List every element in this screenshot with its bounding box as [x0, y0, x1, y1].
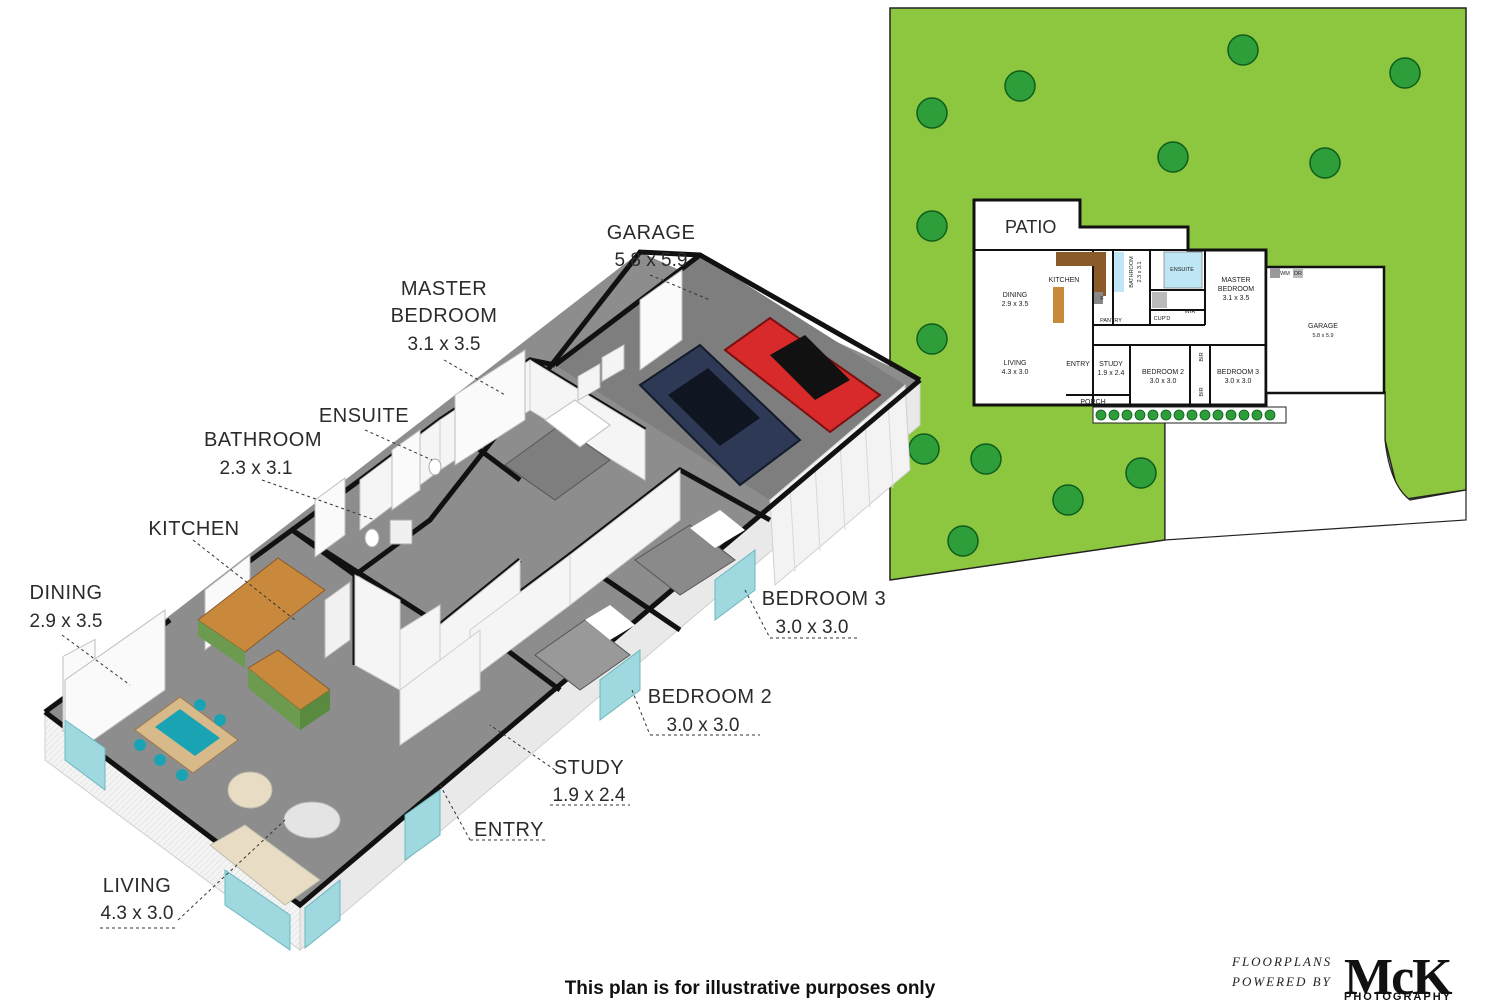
- sp-porch-label: PORCH: [1080, 399, 1105, 406]
- tree-icon: [947, 525, 979, 557]
- tree-icon: [1125, 457, 1157, 489]
- driveway: [1164, 391, 1467, 541]
- sp-entry-label: ENTRY: [1066, 361, 1090, 368]
- sp-patio-label: PATIO: [1005, 217, 1056, 237]
- dining-label: DINING: [30, 582, 103, 604]
- house-footprint: [972, 198, 1386, 407]
- living-dim: 4.3 x 3.0: [101, 903, 174, 924]
- entry-label: ENTRY: [474, 819, 544, 841]
- tree-icon: [1227, 34, 1259, 66]
- tree-icon: [916, 210, 948, 242]
- bedroom3-label: BEDROOM 3: [762, 588, 887, 610]
- brand-mark: McK: [1344, 954, 1453, 1000]
- red-car-icon: [723, 316, 882, 434]
- iso-plan: [43, 249, 922, 952]
- kitchen-label: KITCHEN: [148, 518, 239, 540]
- sp-bedroom2-label: BEDROOM 2: [1142, 369, 1184, 376]
- sp-bedroom3-label: BEDROOM 3: [1217, 369, 1259, 376]
- master-window: [454, 349, 526, 466]
- tree-icon: [916, 323, 948, 355]
- sp-cupd-label: CUP'D: [1154, 316, 1171, 322]
- brand-line2: POWERED BY: [1232, 974, 1332, 989]
- site-plan: PATIO DINING 2.9 x 3.5 KITCHEN PANTRY F …: [889, 7, 1467, 581]
- sp-kitchen-label: KITCHEN: [1049, 277, 1080, 284]
- bedroom3-dim: 3.0 x 3.0: [776, 617, 849, 638]
- master-label-line1: MASTER: [401, 278, 487, 300]
- sp-garage-label: GARAGE: [1308, 323, 1338, 330]
- tree-icon: [908, 433, 940, 465]
- ensuite-label: ENSUITE: [319, 405, 409, 427]
- brand-sub: PHOTOGRAPHY: [1344, 991, 1452, 1000]
- sp-dr-label: DR: [1294, 271, 1302, 277]
- bathroom-dim: 2.3 x 3.1: [220, 458, 293, 479]
- armchair: [227, 771, 273, 809]
- sp-master-label2: BEDROOM: [1218, 286, 1254, 293]
- garage-dim: 5.8 x 5.9: [615, 250, 688, 271]
- tree-icon: [1309, 147, 1341, 179]
- sp-living-label: LIVING: [1004, 360, 1027, 367]
- brand-line1: FLOORPLANS: [1232, 954, 1333, 969]
- sofa: [209, 824, 321, 906]
- tree-icon: [1004, 70, 1036, 102]
- sp-wm-label: WM: [1280, 271, 1290, 277]
- garage-side-door: [639, 269, 683, 371]
- sp-bir1-label: BIR: [1199, 352, 1205, 361]
- garage-door: [769, 383, 911, 587]
- kitchen-bench: [197, 557, 326, 653]
- sp-bedroom3-dim: 3.0 x 3.0: [1225, 378, 1252, 385]
- living-label: LIVING: [103, 875, 172, 897]
- sp-dining-dim: 2.9 x 3.5: [1002, 301, 1029, 308]
- bathroom-label: BATHROOM: [204, 429, 322, 451]
- bedroom2-dim: 3.0 x 3.0: [667, 715, 740, 736]
- coffee-table: [283, 801, 341, 839]
- bedroom2-label: BEDROOM 2: [648, 686, 773, 708]
- sp-master-label1: MASTER: [1221, 277, 1250, 284]
- sp-bedroom2-dim: 3.0 x 3.0: [1150, 378, 1177, 385]
- tree-icon: [916, 97, 948, 129]
- sp-pantry-label: PANTRY: [1100, 318, 1122, 324]
- master-dim: 3.1 x 3.5: [408, 334, 481, 355]
- bath-window: [314, 477, 346, 558]
- sp-garage-dim: 5.8 x 5.9: [1312, 333, 1333, 339]
- master-label-line2: BEDROOM: [391, 305, 498, 327]
- dining-dim: 2.9 x 3.5: [30, 611, 103, 632]
- sp-bathroom-label: BATHROOM: [1129, 256, 1135, 288]
- sp-living-dim: 4.3 x 3.0: [1002, 369, 1029, 376]
- sp-study-label: STUDY: [1099, 361, 1123, 368]
- blue-car-icon: [638, 343, 802, 487]
- sp-study-dim: 1.9 x 2.4: [1098, 370, 1125, 377]
- ensuite-window: [391, 429, 421, 511]
- tree-icon: [1157, 141, 1189, 173]
- study-label: STUDY: [554, 757, 624, 779]
- brand-logo: FLOORPLANS POWERED BY McK PHOTOGRAPHY: [1232, 954, 1472, 1000]
- trees: [908, 34, 1421, 557]
- disclaimer-text: This plan is for illustrative purposes o…: [564, 978, 936, 999]
- tree-icon: [1389, 57, 1421, 89]
- sp-f-label: F: [1100, 296, 1104, 302]
- sp-dining-label: DINING: [1003, 292, 1028, 299]
- sp-ensuite-label: ENSUITE: [1170, 267, 1194, 273]
- sp-wir-label: WIR: [1185, 309, 1196, 315]
- sp-master-dim: 3.1 x 3.5: [1223, 295, 1250, 302]
- iso-labels: GARAGE 5.8 x 5.9 MASTER BEDROOM 3.1 x 3.…: [30, 222, 887, 929]
- bedroom2-bed: [534, 619, 631, 691]
- sp-bir2-label: BIR: [1199, 387, 1205, 396]
- tree-icon: [1052, 484, 1084, 516]
- study-dim: 1.9 x 2.4: [553, 785, 626, 806]
- garage-label: GARAGE: [607, 222, 696, 244]
- tree-icon: [970, 443, 1002, 475]
- sp-bathroom-dim: 2.3 x 3.1: [1137, 261, 1143, 282]
